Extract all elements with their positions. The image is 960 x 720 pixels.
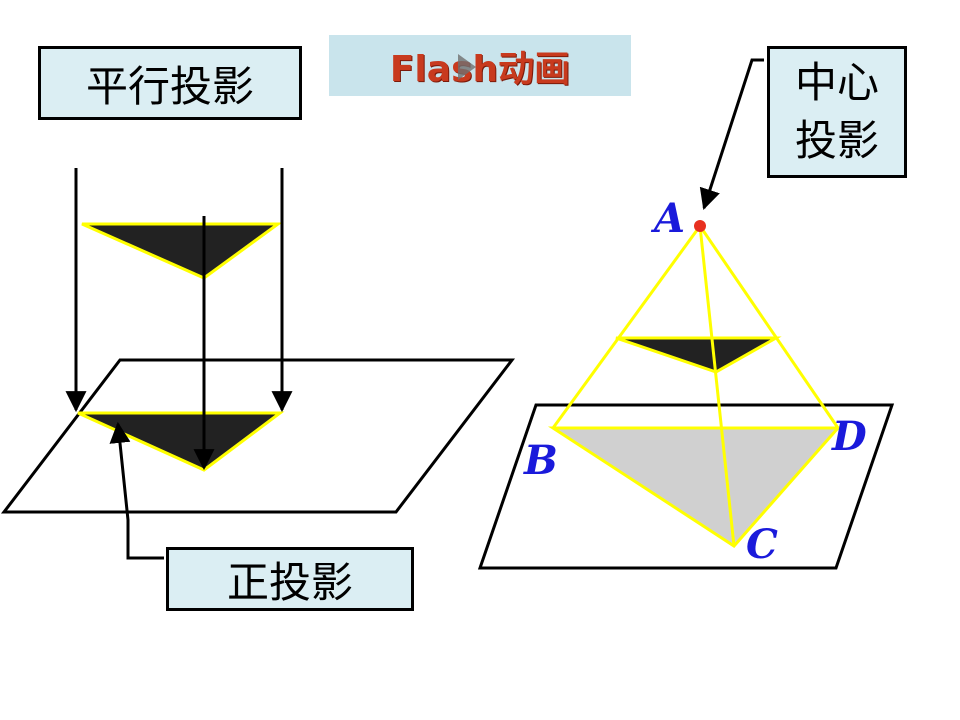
point-label-b: B bbox=[523, 437, 558, 484]
parallel-projection-text: 平行投影 bbox=[85, 61, 254, 111]
orthographic-projection-label: 正投影 bbox=[166, 547, 414, 611]
right-projection-plane bbox=[477, 403, 895, 570]
flash-animation-button[interactable]: Flash动画 bbox=[329, 35, 631, 96]
orthographic-projection-text: 正投影 bbox=[226, 557, 353, 607]
ray-a-to-c bbox=[698, 225, 736, 547]
central-projection-label: 中心 投影 bbox=[767, 46, 907, 178]
left-object-triangle bbox=[81, 222, 283, 280]
orthographic-pointer-arrow bbox=[109, 421, 164, 560]
central-projection-text-line1: 中心 bbox=[794, 58, 879, 107]
point-label-a: A bbox=[650, 195, 685, 242]
ray-a-to-d bbox=[698, 225, 840, 429]
right-shadow-triangle bbox=[547, 426, 842, 548]
central-projection-text-line2: 投影 bbox=[794, 116, 879, 165]
flash-animation-label: Flash动画 bbox=[389, 48, 571, 90]
play-icon bbox=[458, 54, 476, 80]
left-shadow-triangle bbox=[77, 411, 285, 472]
central-pointer-arrow bbox=[699, 58, 764, 210]
point-label-d: D bbox=[831, 413, 867, 460]
parallel-projection-label: 平行投影 bbox=[38, 46, 302, 120]
left-projection-plane bbox=[0, 358, 516, 514]
point-label-c: C bbox=[746, 521, 778, 568]
ray-a-to-b bbox=[551, 225, 702, 429]
light-source-point bbox=[694, 220, 706, 232]
right-object-triangle bbox=[615, 336, 782, 374]
